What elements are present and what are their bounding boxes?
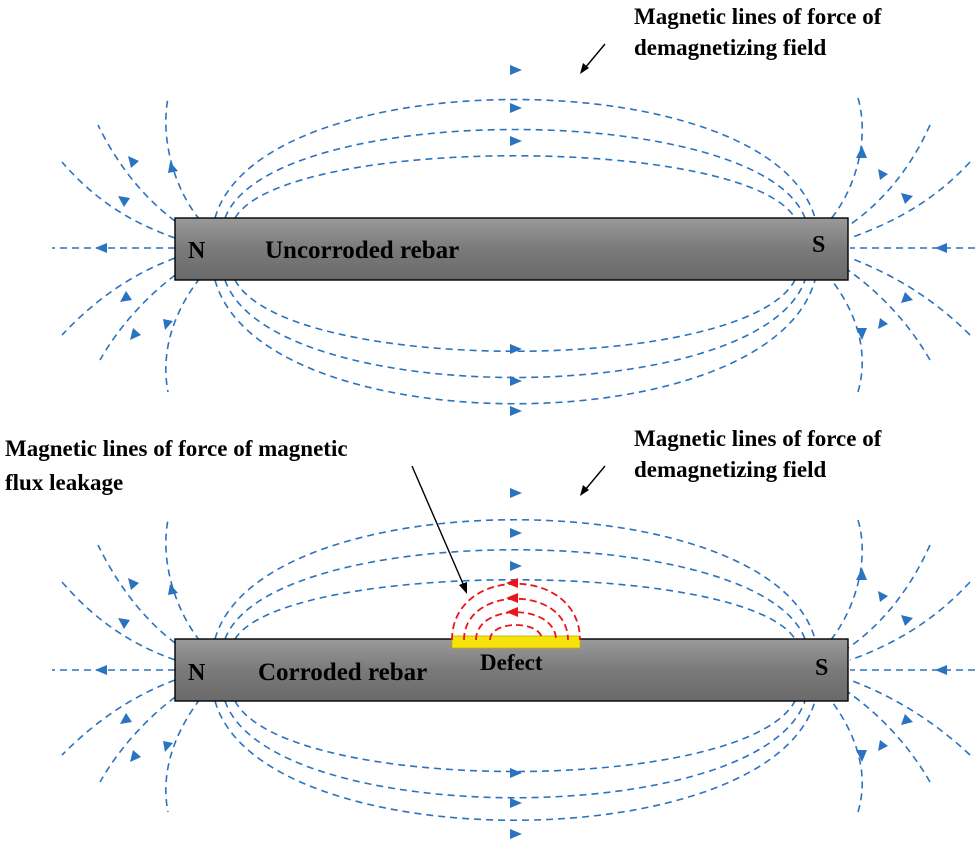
field-line	[849, 161, 971, 239]
arrowheads	[95, 488, 947, 839]
field-line	[214, 279, 816, 405]
field-line	[214, 98, 816, 219]
field-line	[99, 689, 186, 783]
field-line	[234, 154, 796, 219]
annotation-line1: Magnetic lines of force of	[634, 426, 882, 451]
field-line	[165, 277, 201, 393]
field-line	[844, 267, 931, 361]
field-line	[844, 124, 931, 229]
north-pole-label: N	[188, 238, 206, 264]
top-diagram: N S Uncorroded rebar Magnetic lines of f…	[52, 4, 975, 416]
arrowheads	[95, 65, 947, 416]
field-line	[214, 519, 816, 640]
field-line	[234, 279, 796, 353]
field-line	[829, 519, 864, 642]
annotation-line2: demagnetizing field	[634, 457, 826, 482]
annotation-line1: Magnetic lines of force of	[634, 4, 882, 29]
field-line	[224, 128, 806, 219]
annotation-pointer	[584, 43, 606, 69]
bar-label: Uncorroded rebar	[265, 237, 459, 264]
field-line	[97, 544, 186, 651]
field-line	[61, 679, 176, 756]
corroded-rebar	[174, 638, 849, 702]
leakage-annotation-line2: flux leakage	[5, 470, 123, 495]
field-line	[849, 581, 971, 661]
uncorroded-rebar	[174, 217, 849, 281]
field-line	[165, 519, 201, 642]
field-line	[61, 257, 176, 336]
field-line	[234, 700, 796, 773]
leakage-pointer	[411, 465, 465, 587]
annotation-pointer	[584, 465, 606, 491]
field-line	[844, 544, 931, 651]
field-line	[165, 97, 201, 221]
field-line	[224, 279, 806, 379]
field-line	[849, 679, 971, 756]
defect-label: Defect	[480, 650, 543, 675]
field-line	[829, 97, 864, 221]
south-pole-label: S	[815, 655, 828, 681]
bottom-diagram: N S Corroded rebar Defect Magnetic lines…	[5, 426, 975, 839]
defect-region	[451, 635, 581, 649]
field-line	[849, 257, 971, 336]
field-line	[61, 161, 176, 239]
field-line	[214, 700, 816, 821]
south-pole-label: S	[812, 232, 825, 258]
field-line	[829, 698, 864, 813]
field-line	[97, 124, 186, 229]
leakage-annotation-line1: Magnetic lines of force of magnetic	[5, 436, 348, 461]
field-line	[99, 267, 186, 361]
field-line	[224, 548, 806, 640]
annotation-line2: demagnetizing field	[634, 35, 826, 60]
field-line	[165, 698, 201, 813]
field-line	[844, 689, 931, 783]
bar-label: Corroded rebar	[258, 659, 427, 686]
field-line	[61, 581, 176, 661]
field-line	[224, 700, 806, 799]
leakage-lines	[451, 578, 581, 641]
north-pole-label: N	[188, 660, 206, 686]
field-line	[829, 277, 864, 393]
